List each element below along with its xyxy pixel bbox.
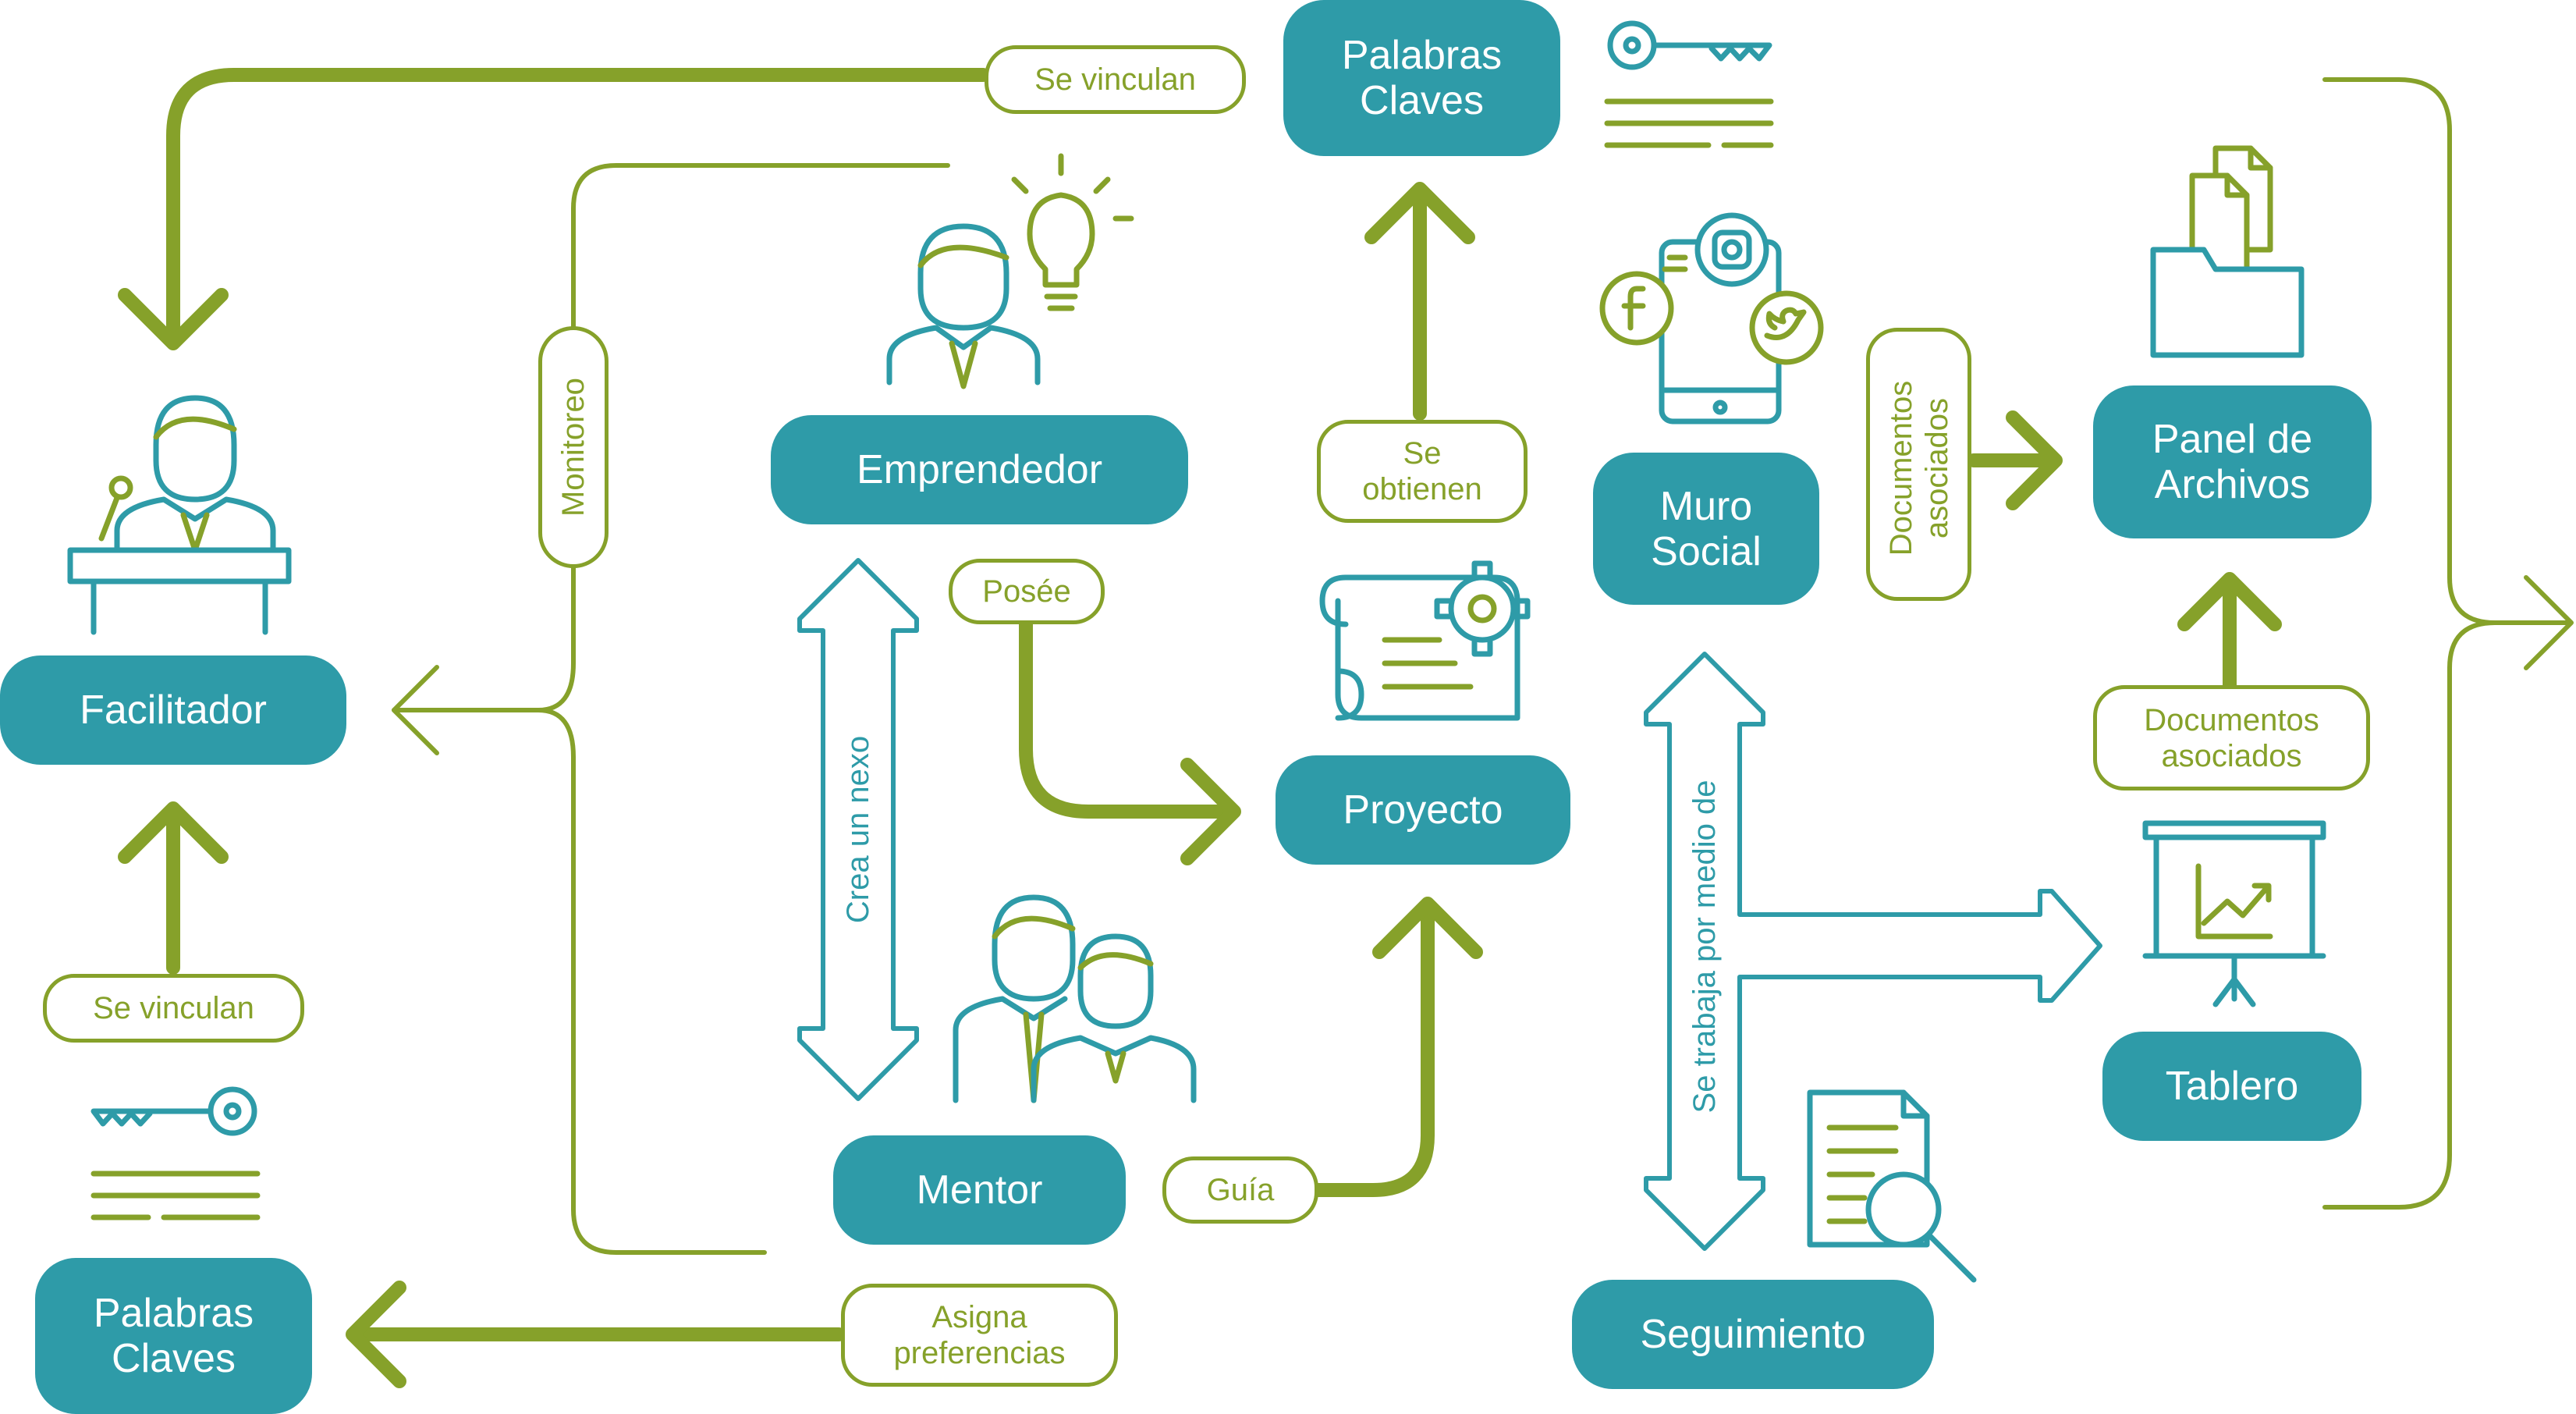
label-monitoreo: Monitoreo [556,378,591,517]
node-tablero: Tablero [2102,1032,2361,1141]
t-arrow-se-trabaja [1644,652,2102,1251]
node-muro-social: Muro Social [1593,453,1819,605]
node-emprendedor: Emprendedor [771,415,1188,524]
right-brace [2322,77,2497,1210]
label-guia: Guía [1162,1156,1318,1224]
label-documentos-asociados-vertical-box [1866,328,1971,601]
scroll-gear-icon [1319,560,1531,721]
arrow-posee-to-proyecto [1019,617,1228,819]
label-monitoreo-box [538,326,609,568]
label-documentos-asociados-vertical: Documentos asociados [1884,380,1954,556]
node-proyecto: Proyecto [1276,755,1570,865]
label-se-vinculan-bottom: Se vinculan [43,974,304,1043]
double-arrow-crea-un-nexo [797,558,919,1101]
mentors-icon [953,894,1197,1103]
label-se-vinculan-top: Se vinculan [985,45,1246,114]
twitter-icon [1749,290,1824,365]
node-panel-archivos: Panel de Archivos [2093,385,2372,538]
label-asigna-preferencias: Asigna preferencias [841,1284,1118,1387]
arrow-guia-to-proyecto [1311,904,1435,1197]
label-se-trabaja: Se trabaja por medio de [1687,780,1722,1114]
label-documentos-asociados: Documentos asociados [2093,685,2370,790]
label-se-obtienen: Se obtienen [1317,420,1528,523]
dashboard-chart-icon [2142,820,2326,1007]
node-facilitador: Facilitador [0,655,346,765]
files-folder-icon [2150,145,2305,358]
label-posee: Posée [949,559,1105,624]
instagram-icon [1694,212,1769,287]
lightbulb-icon [1011,153,1134,311]
node-palabras-claves-bottom: Palabras Claves [35,1258,312,1414]
arrow-se-vinculan-to-facilitador [166,68,990,343]
document-search-icon [1807,1089,1977,1283]
podium-speaker-icon [67,395,292,635]
person-icon [886,223,1041,389]
facebook-icon [1599,271,1674,346]
social-phone-icon [1599,212,1824,425]
node-mentor: Mentor [833,1135,1126,1245]
node-seguimiento: Seguimiento [1572,1280,1934,1389]
key-icon [1604,20,1774,148]
label-crea-un-nexo: Crea un nexo [841,735,875,924]
key-icon [90,1086,261,1220]
node-palabras-claves-top: Palabras Claves [1283,0,1560,156]
